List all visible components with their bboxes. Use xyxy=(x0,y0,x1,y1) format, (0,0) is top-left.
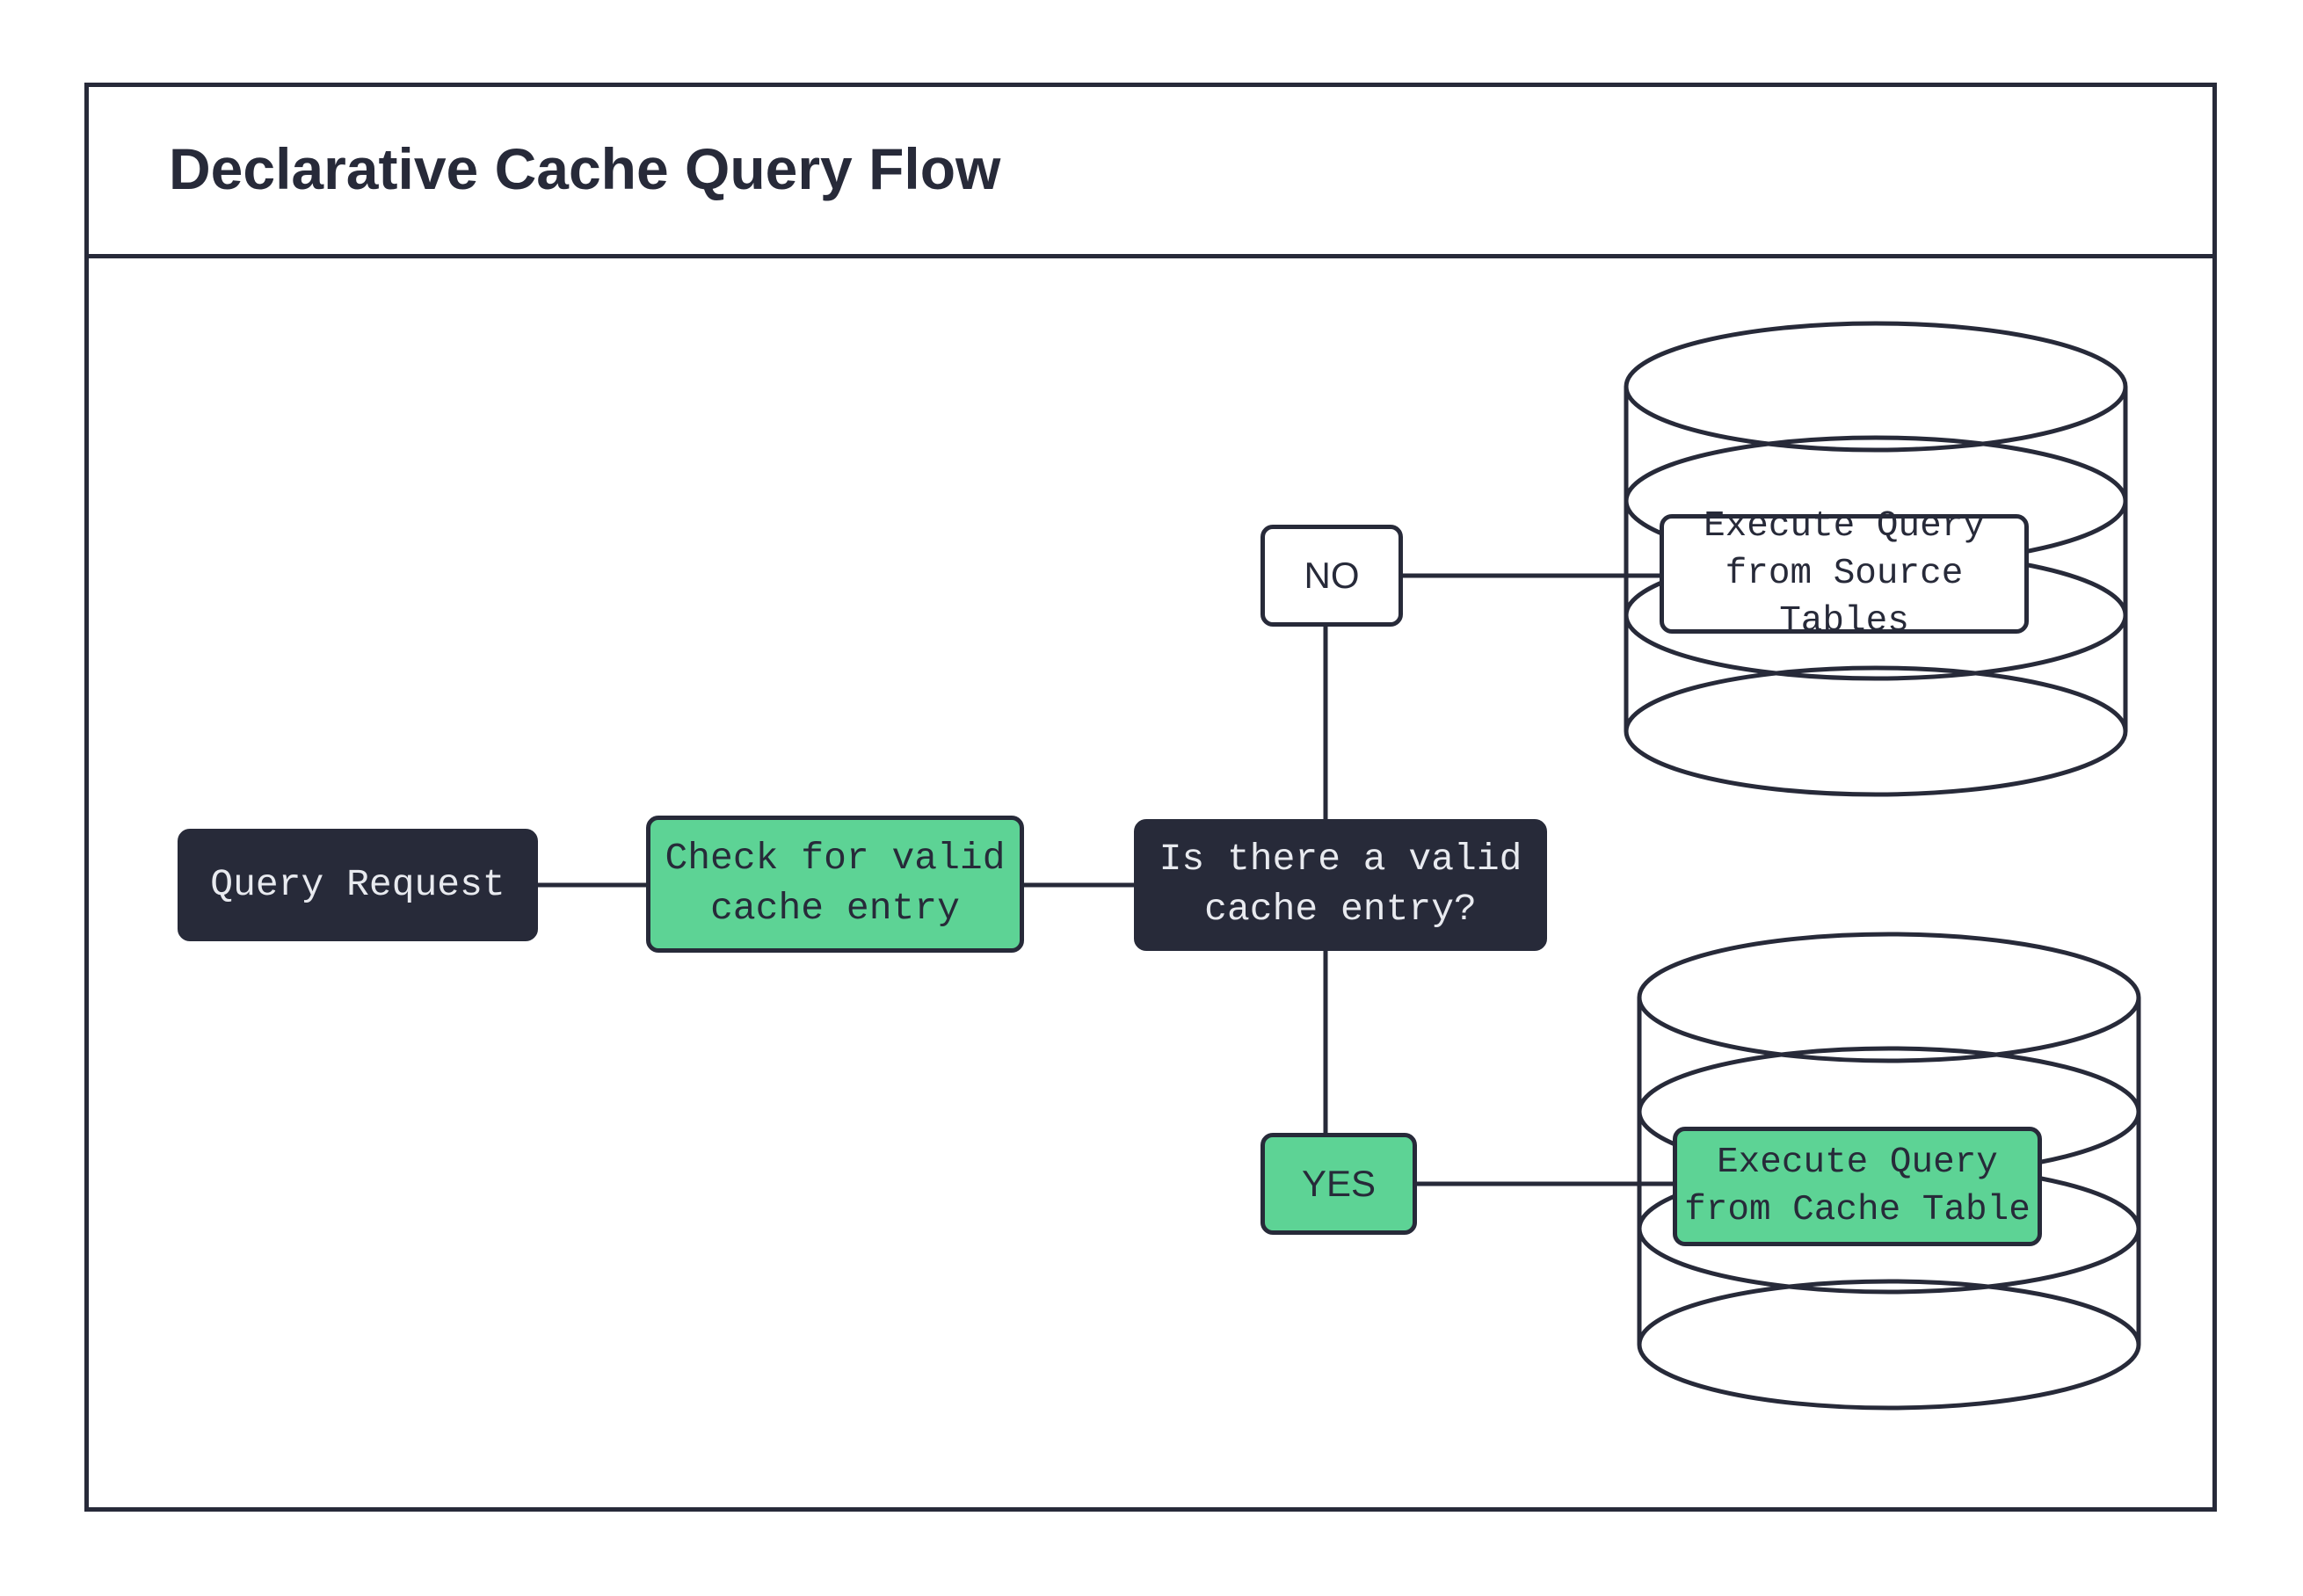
node-check-for-valid-cache-entry[interactable]: Check for valid cache entry xyxy=(646,816,1024,953)
edge-label-no[interactable]: NO xyxy=(1260,525,1403,627)
node-execute-query-from-cache-table[interactable]: Execute Query from Cache Table xyxy=(1673,1127,2042,1246)
diagram-frame xyxy=(84,83,2217,1512)
node-decision-valid-cache-entry[interactable]: Is there a valid cache entry? xyxy=(1134,819,1547,951)
node-execute-query-from-source-tables[interactable]: Execute Query from Source Tables xyxy=(1660,506,2029,642)
page-title: Declarative Cache Query Flow xyxy=(169,135,1001,201)
edge-label-yes[interactable]: YES xyxy=(1260,1133,1417,1235)
diagram-title-bar: Declarative Cache Query Flow xyxy=(84,83,2217,258)
node-query-request[interactable]: Query Request xyxy=(178,829,538,941)
